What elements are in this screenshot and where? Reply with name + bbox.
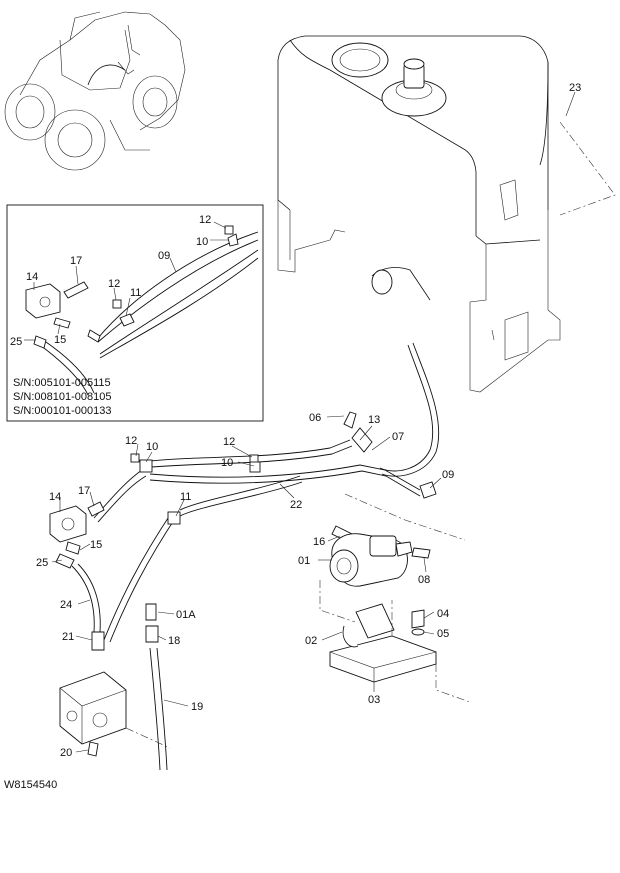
callout-03: 03 (368, 694, 380, 706)
callout-labels: 23 06 13 07 12 10 12 10 09 14 17 11 22 1… (36, 82, 581, 759)
serial-number-line: S/N:005101-005115 (13, 377, 111, 389)
serial-number-line: S/N:008101-008105 (13, 391, 111, 403)
callout-inset-14: 14 (26, 271, 38, 283)
callout-inset-09: 09 (158, 250, 170, 262)
callout-12: 12 (125, 435, 137, 447)
solenoid-assembly (49, 501, 105, 569)
callout-inset-25: 25 (10, 336, 22, 348)
callout-inset-10: 10 (196, 236, 208, 248)
callout-inset-11: 11 (130, 287, 141, 299)
callout-11: 11 (180, 491, 191, 503)
callout-20: 20 (60, 747, 72, 759)
callout-inset-12: 12 (199, 214, 211, 226)
callout-22: 22 (290, 499, 302, 511)
callout-17: 17 (78, 485, 90, 497)
callout-16: 16 (313, 536, 325, 548)
callout-01a: 01A (176, 609, 196, 621)
valve-block (59, 671, 171, 757)
callout-19: 19 (191, 701, 203, 713)
callout-01: 01 (298, 555, 310, 567)
callout-12: 12 (223, 436, 235, 448)
callout-10: 10 (221, 457, 233, 469)
main-hoses (71, 342, 440, 771)
fuel-tank (277, 35, 616, 393)
callout-02: 02 (305, 635, 317, 647)
callout-25: 25 (36, 557, 48, 569)
callout-inset-12b: 12 (108, 278, 120, 290)
inset-labels: 12 10 09 14 17 12 11 25 15 S/N:005101-00… (10, 214, 211, 417)
callout-21: 21 (62, 631, 74, 643)
callout-23: 23 (569, 82, 581, 94)
callout-06: 06 (309, 412, 321, 424)
callout-15: 15 (90, 539, 102, 551)
callout-04: 04 (437, 608, 449, 620)
drawing-number: W8154540 (4, 779, 57, 791)
callout-inset-17: 17 (70, 255, 82, 267)
starter-motor (319, 493, 471, 703)
serial-number-line: S/N:000101-000133 (13, 405, 111, 417)
inset-panel (6, 204, 264, 422)
callout-24: 24 (60, 599, 72, 611)
callout-08: 08 (418, 574, 430, 586)
callout-07: 07 (392, 431, 404, 443)
callout-14: 14 (49, 491, 61, 503)
callout-05: 05 (437, 628, 449, 640)
callout-10: 10 (146, 441, 158, 453)
leader-lines (24, 91, 576, 753)
machine-thumbnail (4, 11, 186, 171)
callout-13: 13 (368, 414, 380, 426)
callout-inset-15: 15 (54, 334, 66, 346)
callout-09: 09 (442, 469, 454, 481)
callout-18: 18 (168, 635, 180, 647)
